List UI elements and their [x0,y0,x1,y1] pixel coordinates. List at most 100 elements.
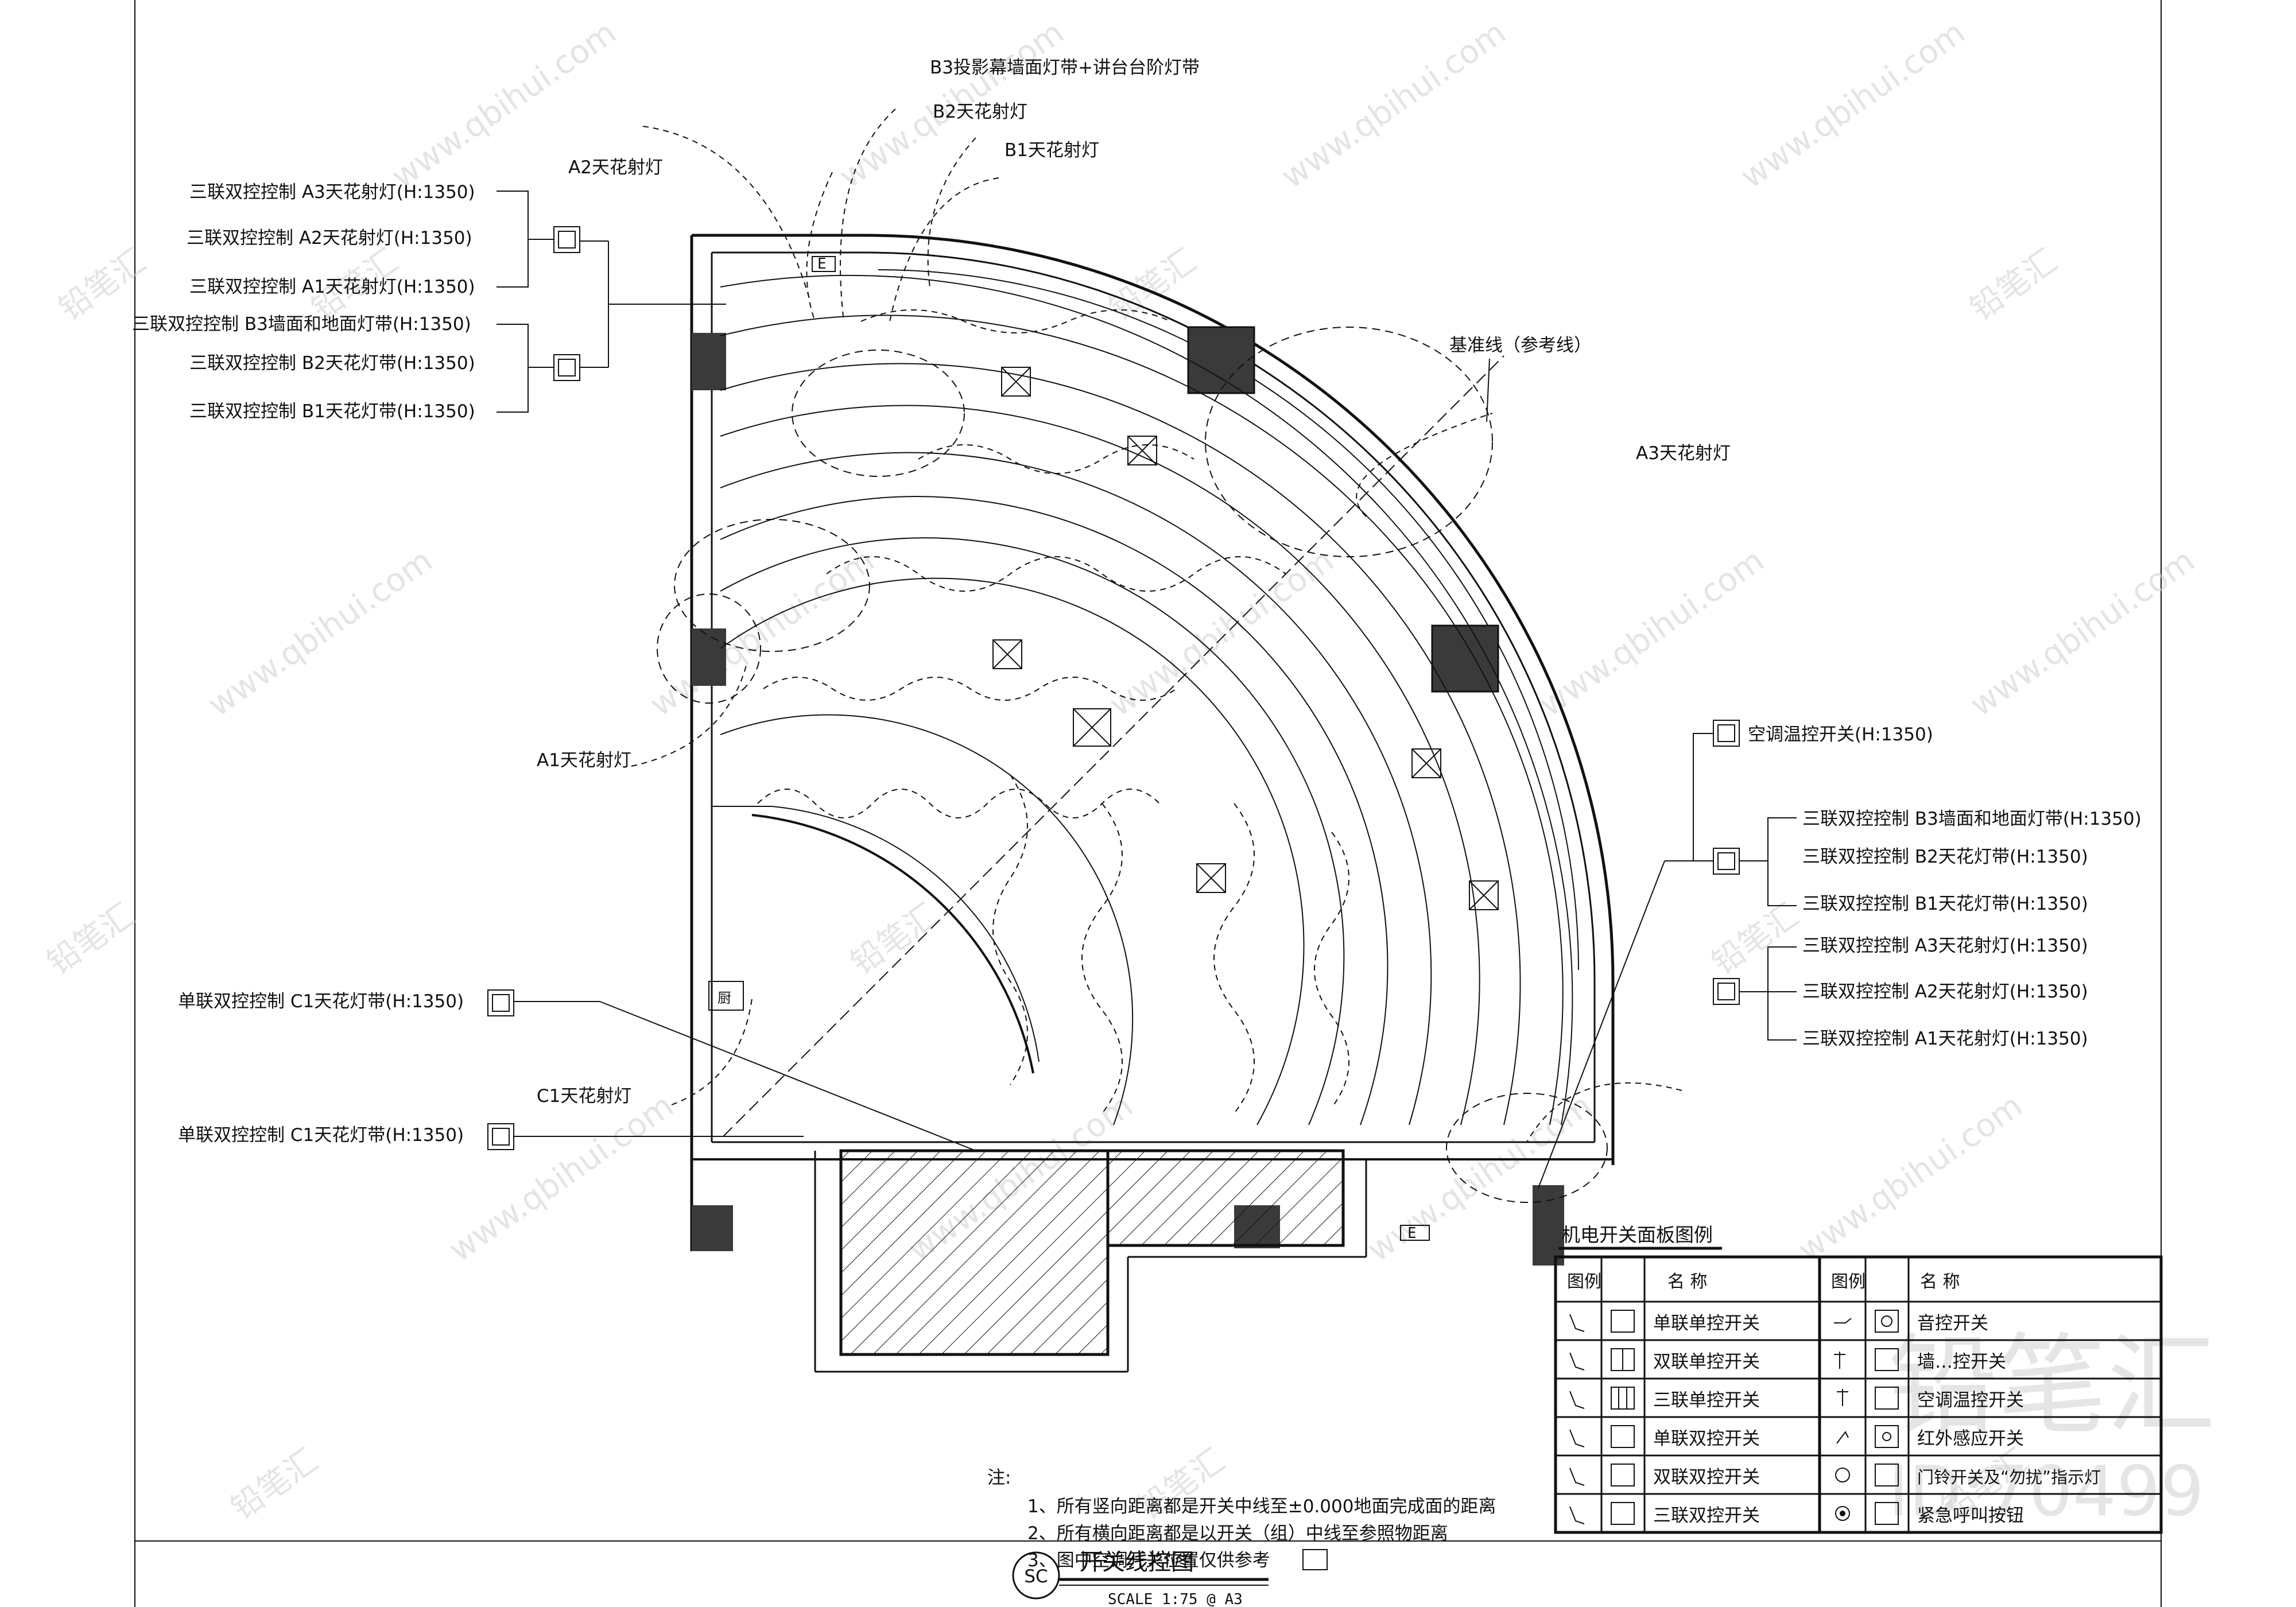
double-two-way-switch-icon [1611,1464,1635,1486]
single-switch-icon [1611,1310,1635,1333]
mark-box: 厨 [718,990,731,1006]
switch-symbol-icon [1569,1391,1585,1409]
sound-symbol-icon [1834,1318,1852,1323]
switch-symbol-icon [1569,1506,1585,1524]
switch-label: 三联双控控制 A2天花射灯(H:1350) [1802,981,2088,1002]
watermark-brand: 铅笔汇 [224,1442,325,1528]
watermark-site: www.qbihui.com [643,542,882,724]
title-badge [1012,1551,1060,1600]
emergency-button-icon [1875,1502,1899,1525]
thermostat-symbol-icon [1837,1389,1848,1406]
switch-label: 单联双控控制 C1天花灯带(H:1350) [178,1125,464,1146]
notes: 注: 1、所有竖向距离都是开关中线至±0.000地面完成面的距离 2、所有横向距… [987,1468,1496,1571]
watermark-site: www.qbihui.com [1533,542,1771,724]
watermark-site: www.qbihui.com [1275,14,1513,196]
drawing-title: 开关线控图 [1079,1549,1194,1575]
watermark-brand: 铅笔汇 [1705,896,1806,983]
watermark-site: www.qbihui.com [1964,542,2202,724]
legend-item: 三联单控开关 [1653,1390,1760,1411]
title-block: SC 开关线控图 SCALE 1:75 @ A3 [1012,1549,1269,1607]
mark-e: E [817,255,827,273]
doorbell-symbol-icon [1835,1468,1850,1482]
watermark-brand: 铅笔汇 [41,896,141,983]
notes-heading: 注: [987,1468,1011,1488]
switch-symbol-icon [1569,1352,1585,1371]
triple-two-way-switch-icon [1611,1502,1635,1525]
legend-item: 双联单控开关 [1653,1352,1760,1372]
label-b2: B2天花射灯 [933,102,1027,122]
aircon-switch-icon [1302,1549,1328,1570]
switch-label: 三联双控控制 A3天花射灯(H:1350) [189,182,475,203]
note-line: 3、图中空调开关位置仅供参考 [1027,1550,1270,1571]
title-badge-text: SC [1024,1566,1048,1587]
legend-item: 红外感应开关 [1917,1429,2024,1449]
switch-label: 三联双控控制 B1天花灯带(H:1350) [189,401,475,422]
note-line: 2、所有横向距离都是以开关（组）中线至参照物距离 [1027,1523,1448,1544]
label-baseline: 基准线（参考线） [1449,335,1592,356]
switch-label: 三联双控控制 B2天花灯带(H:1350) [1802,847,2088,867]
legend-item: 音控开关 [1917,1313,1988,1334]
label-a1: A1天花射灯 [537,750,631,771]
legend-header: 图例 [1831,1272,1865,1292]
sound-switch-icon [1875,1310,1899,1333]
switch-label: 三联双控控制 A1天花射灯(H:1350) [189,277,475,297]
watermark-site: www.qbihui.com [443,1087,681,1269]
legend-header: 名 称 [1920,1272,1960,1292]
switch-label: 三联双控控制 B2天花灯带(H:1350) [189,353,475,374]
switch-label: 三联双控控制 B3墙面和地面灯带(H:1350) [1802,809,2142,829]
watermark-brand: 铅笔汇 [844,896,945,983]
switch-label: 三联双控控制 A1天花射灯(H:1350) [1802,1028,2088,1049]
switch-label: 三联双控控制 B3墙面和地面灯带(H:1350) [132,314,471,335]
label-b3: B3投影幕墙面灯带+讲台台阶灯带 [930,57,1200,78]
infrared-switch-icon [1875,1425,1899,1448]
switch-symbol-icon [1569,1314,1585,1332]
single-two-way-switch-icon [1611,1425,1635,1448]
left-single-switches: 单联双控控制 C1天花灯带(H:1350) 单联双控控制 C1天花灯带(H:13… [178,989,976,1151]
switch-panel-icon [487,1123,514,1150]
switch-symbol-icon [1569,1468,1585,1486]
legend-item: 单联单控开关 [1653,1313,1760,1334]
watermark-id: ID:70499 [1888,1452,2204,1532]
aircon-label: 空调温控开关(H:1350) [1748,724,1933,745]
legend-header: 名 称 [1667,1272,1708,1292]
legend-item: 双联双控开关 [1653,1467,1760,1488]
legend-item: 三联双控开关 [1653,1505,1760,1526]
legend-item: 单联双控开关 [1653,1429,1760,1449]
column [1187,326,1255,394]
switch-label: 三联双控控制 A2天花射灯(H:1350) [187,228,472,249]
watermark-site: www.qbihui.com [201,542,440,724]
legend-header: 图例 [1567,1272,1601,1292]
legend-item: 门铃开关及“勿扰”指示灯 [1917,1468,2101,1487]
column [692,333,726,390]
watermark-site: www.qbihui.com [1734,14,1972,196]
column [692,628,726,686]
doorbell-switch-icon [1875,1464,1899,1486]
infrared-symbol-icon [1836,1431,1849,1444]
column [1533,1185,1564,1266]
switch-panel-icon [553,226,580,253]
label-a3: A3天花射灯 [1636,443,1731,464]
switch-label: 单联双控控制 C1天花灯带(H:1350) [178,991,464,1012]
wall-switch-icon [1875,1348,1899,1371]
switch-symbol-icon [1569,1429,1585,1447]
label-a2: A2天花射灯 [568,157,663,178]
aircon-switch-icon [1875,1387,1899,1410]
label-c1: C1天花射灯 [537,1086,631,1107]
column [692,1205,733,1251]
room-plan [631,108,1682,1373]
switch-panel-icon [1713,848,1740,875]
label-b1: B1天花射灯 [1004,140,1099,161]
left-switch-group: 三联双控控制 A3天花射灯(H:1350) 三联双控控制 A2天花射灯(H:13… [132,182,726,422]
wall-symbol-icon [1834,1352,1845,1369]
note-line: 1、所有竖向距离都是开关中线至±0.000地面完成面的距离 [1027,1496,1496,1517]
emergency-symbol-icon [1835,1506,1850,1521]
watermark-site: www.qbihui.com [1103,542,1341,724]
legend-item: 墙…控开关 [1917,1352,2006,1372]
aircon-switch-icon [1713,720,1740,747]
switch-label: 三联双控控制 A3天花射灯(H:1350) [1802,936,2088,956]
legend-item: 紧急呼叫按钮 [1917,1505,2024,1526]
watermark-site: www.qbihui.com [1791,1087,2030,1269]
right-switch-group: 空调温控开关(H:1350) 三联双控控制 B3墙面和地面灯带(H:1350) … [1538,720,2142,1189]
legend-item: 空调温控开关 [1917,1390,2024,1411]
